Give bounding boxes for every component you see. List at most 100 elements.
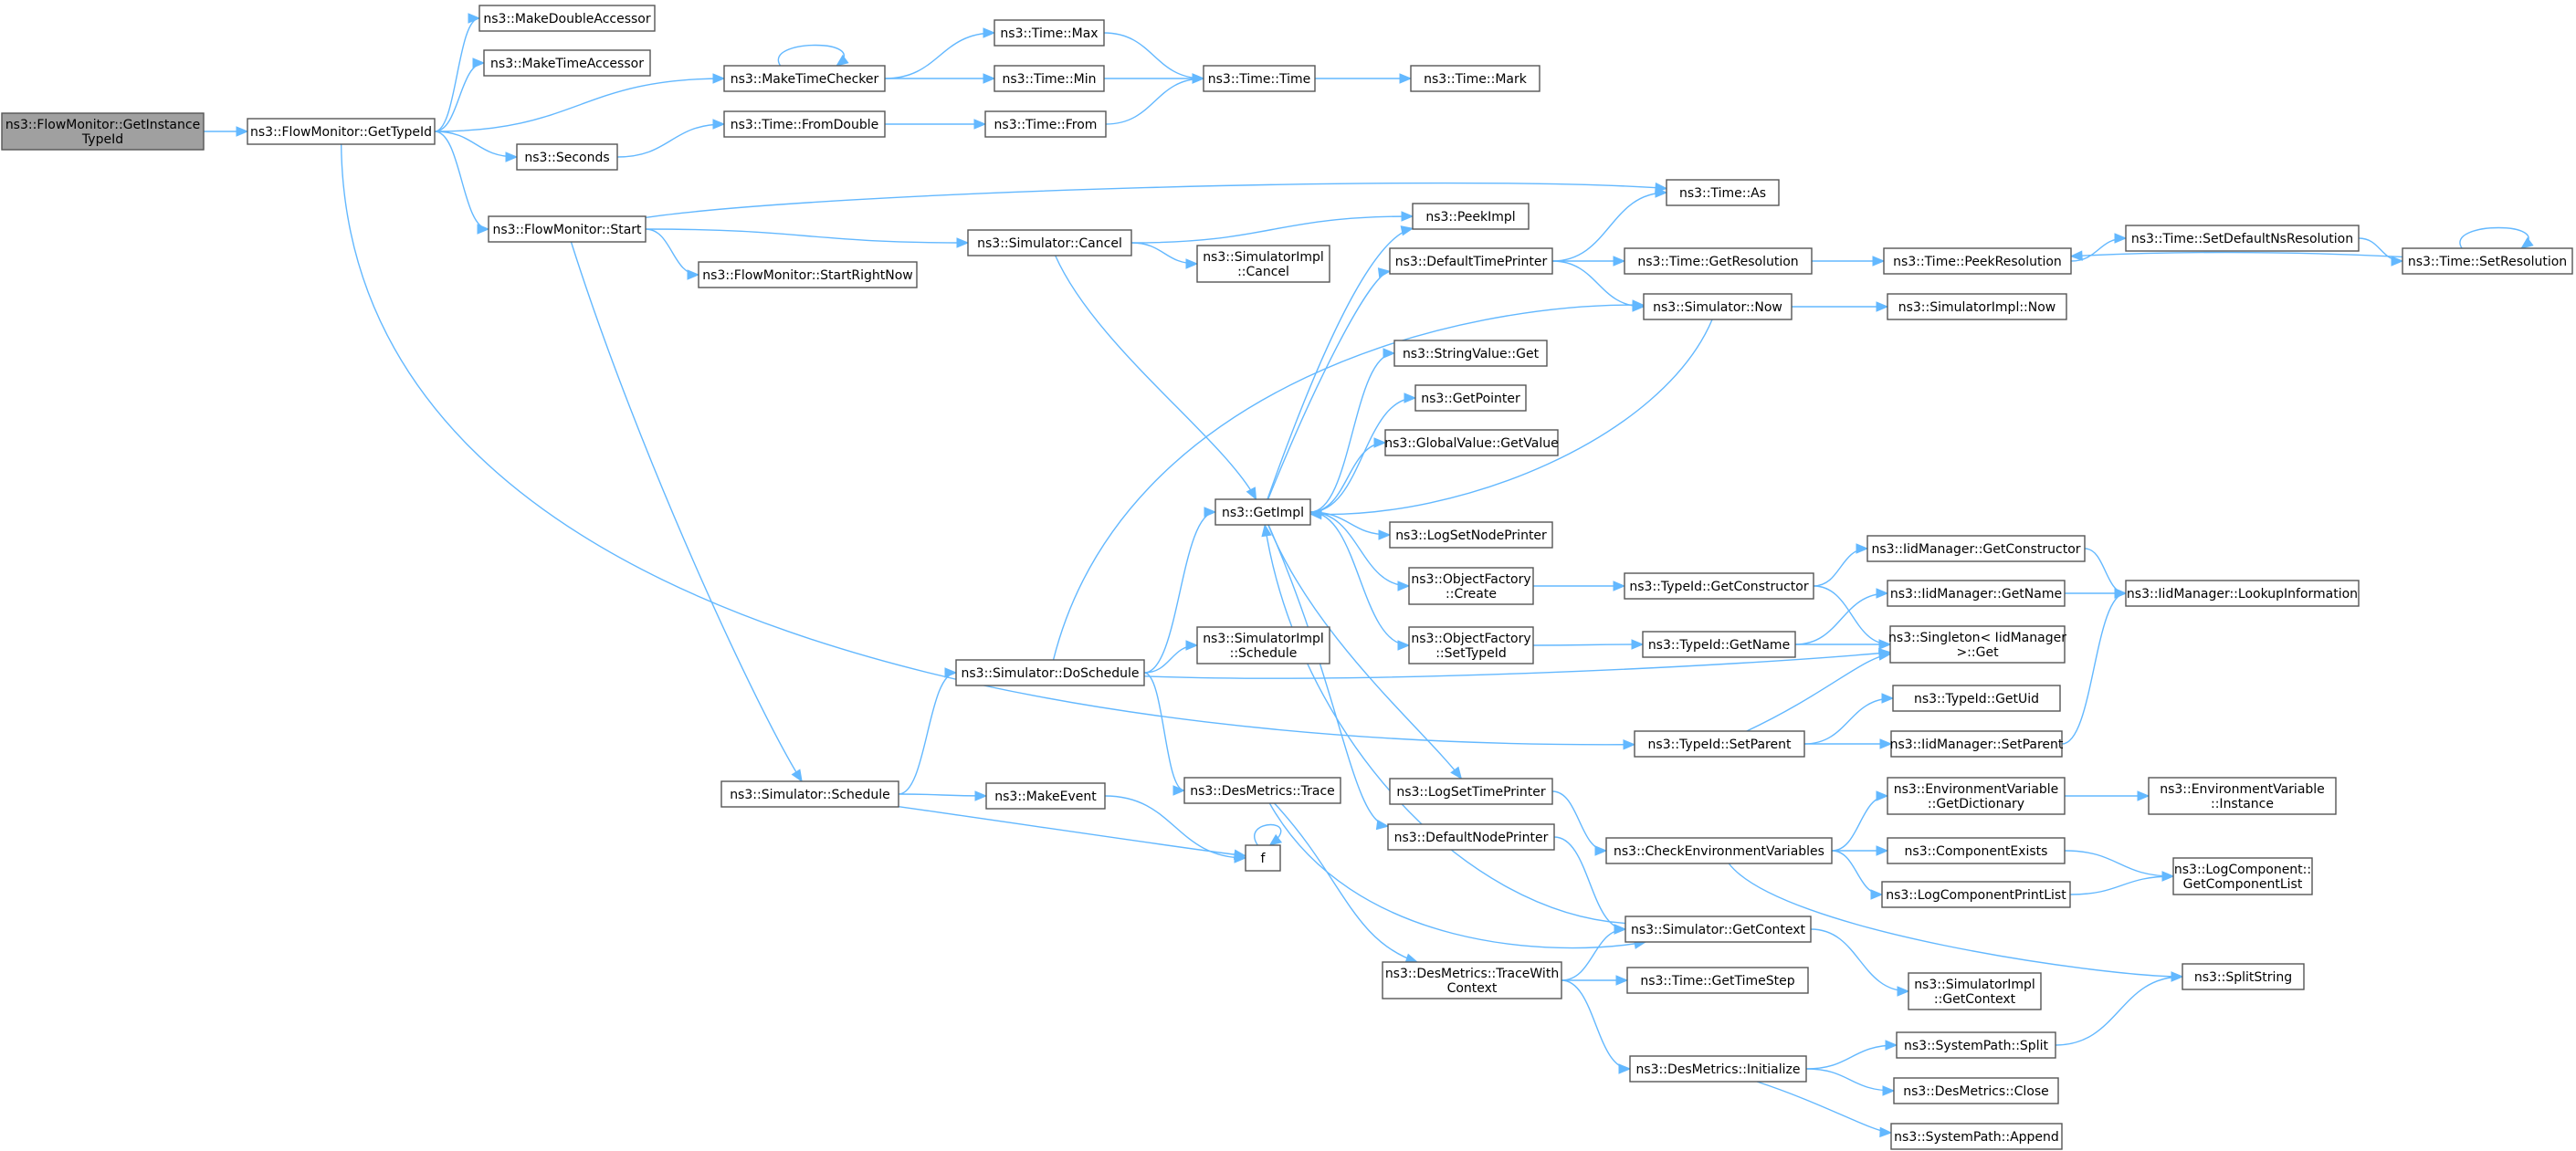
node-box	[2125, 225, 2360, 252]
node-label: ns3::ObjectFactory	[1411, 572, 1530, 587]
node-iidgetconstructor[interactable]: ns3::IidManager::GetConstructor	[1866, 535, 2086, 562]
node-simimplgetcontext[interactable]: ns3::SimulatorImpl::GetContext	[1908, 972, 2042, 1010]
node-desmetricsclose[interactable]: ns3::DesMetrics::Close	[1893, 1077, 2059, 1104]
node-simschedule[interactable]: ns3::Simulator::Schedule	[720, 780, 899, 808]
node-box	[488, 215, 647, 243]
node-timemin[interactable]: ns3::Time::Min	[994, 65, 1105, 92]
node-simgetcontext[interactable]: ns3::Simulator::GetContext	[1624, 916, 1812, 943]
edge-arrowhead	[1876, 845, 1889, 856]
node-simimplschedule[interactable]: ns3::SimulatorImpl::Schedule	[1196, 626, 1330, 664]
call-edge	[2459, 226, 2529, 249]
node-simimplnow[interactable]: ns3::SimulatorImpl::Now	[1887, 293, 2067, 320]
node-logcomponentprintlist[interactable]: ns3::LogComponentPrintList	[1881, 881, 2071, 908]
node-startrightnow[interactable]: ns3::FlowMonitor::StartRightNow	[698, 261, 918, 288]
node-label: ns3::DesMetrics::Close	[1903, 1084, 2049, 1099]
node-getresolution[interactable]: ns3::Time::GetResolution	[1624, 247, 1813, 275]
node-defaulttimeprinter[interactable]: ns3::DefaultTimePrinter	[1389, 247, 1553, 275]
node-timemax[interactable]: ns3::Time::Max	[994, 19, 1105, 47]
node-box	[723, 110, 886, 138]
node-getpointer[interactable]: ns3::GetPointer	[1414, 384, 1527, 412]
edge-arrowhead	[1897, 986, 1910, 997]
node-setdefaultnsres[interactable]: ns3::Time::SetDefaultNsResolution	[2125, 225, 2360, 252]
node-typeidgetuid[interactable]: ns3::TypeId::GetUid	[1892, 685, 2061, 712]
node-simimplcancel[interactable]: ns3::SimulatorImpl::Cancel	[1196, 245, 1330, 283]
node-peekimpl[interactable]: ns3::PeekImpl	[1412, 203, 1530, 230]
node-makeevent[interactable]: ns3::MakeEvent	[985, 782, 1106, 810]
node-simdoschedule[interactable]: ns3::Simulator::DoSchedule	[955, 659, 1145, 686]
call-edge	[1267, 524, 1462, 780]
node-typeidgetname[interactable]: ns3::TypeId::GetName	[1642, 631, 1796, 658]
node-label: ns3::LogSetTimePrinter	[1396, 785, 1546, 800]
edge-arrowhead	[1631, 639, 1645, 650]
node-setresolution[interactable]: ns3::Time::SetResolution	[2402, 247, 2573, 275]
node-box	[1382, 961, 1562, 999]
node-box	[1908, 972, 2042, 1010]
edge-arrowhead	[1383, 348, 1396, 359]
node-gettypeid[interactable]: ns3::FlowMonitor::GetTypeId	[247, 118, 436, 145]
node-envgetdict[interactable]: ns3::EnvironmentVariable::GetDictionary	[1887, 777, 2066, 815]
call-edge	[777, 44, 846, 67]
node-globalvalueget[interactable]: ns3::GlobalValue::GetValue	[1384, 429, 1559, 456]
node-objfactorycreate[interactable]: ns3::ObjectFactory::Create	[1408, 567, 1534, 605]
node-timefromdouble[interactable]: ns3::Time::FromDouble	[723, 110, 886, 138]
node-checkenvvars[interactable]: ns3::CheckEnvironmentVariables	[1605, 837, 1833, 864]
node-makedoubleaccessor[interactable]: ns3::MakeDoubleAccessor	[478, 5, 656, 32]
node-f[interactable]: f	[1245, 844, 1281, 872]
node-desmetricstrace[interactable]: ns3::DesMetrics::Trace	[1183, 777, 1341, 804]
node-defaultnodeprinter[interactable]: ns3::DefaultNodePrinter	[1387, 823, 1555, 851]
node-getimpl[interactable]: ns3::GetImpl	[1214, 498, 1311, 526]
node-timeas[interactable]: ns3::Time::As	[1666, 179, 1780, 206]
node-simnow[interactable]: ns3::Simulator::Now	[1643, 293, 1793, 320]
node-label: >::Get	[1956, 645, 1999, 660]
node-iidlookup[interactable]: ns3::IidManager::LookupInformation	[2125, 580, 2360, 607]
node-timetime[interactable]: ns3::Time::Time	[1203, 65, 1316, 92]
node-iidgetname[interactable]: ns3::IidManager::GetName	[1887, 580, 2066, 607]
node-objfactorysettypeid[interactable]: ns3::ObjectFactory::SetTypeId	[1408, 626, 1534, 664]
node-box	[516, 143, 618, 171]
edge-arrowhead	[2391, 256, 2404, 267]
call-edge	[1143, 651, 1891, 679]
node-label: ns3::SimulatorImpl	[1203, 250, 1324, 265]
node-typeidsetparent[interactable]: ns3::TypeId::SetParent	[1634, 730, 1805, 758]
edge-arrowhead	[2161, 871, 2175, 882]
node-stringvalueget[interactable]: ns3::StringValue::Get	[1393, 340, 1548, 367]
node-desmetricsinit[interactable]: ns3::DesMetrics::Initialize	[1629, 1055, 1807, 1083]
node-label: ns3::Time::SetDefaultNsResolution	[2131, 232, 2353, 246]
node-splitstring[interactable]: ns3::SplitString	[2182, 963, 2305, 990]
call-edge	[1551, 790, 1607, 852]
node-logcomponentgetlist[interactable]: ns3::LogComponent::GetComponentList	[2172, 857, 2313, 895]
node-box	[1642, 631, 1796, 658]
node-iidsetparent[interactable]: ns3::IidManager::SetParent	[1890, 730, 2064, 758]
call-edge	[1105, 78, 1204, 125]
call-edge	[1728, 863, 2183, 978]
node-label: ::Schedule	[1230, 646, 1298, 661]
node-componentexists[interactable]: ns3::ComponentExists	[1887, 837, 2066, 864]
node-logsettimeprinter[interactable]: ns3::LogSetTimePrinter	[1389, 778, 1553, 805]
edge-arrowhead	[1375, 819, 1390, 831]
node-maketimechecker[interactable]: ns3::MakeTimeChecker	[723, 65, 886, 92]
node-systempathappend[interactable]: ns3::SystemPath::Append	[1890, 1123, 2063, 1150]
node-box	[2402, 247, 2573, 275]
node-systempathsplit[interactable]: ns3::SystemPath::Split	[1896, 1031, 2056, 1059]
node-timefrom[interactable]: ns3::Time::From	[984, 110, 1107, 138]
node-envinstance[interactable]: ns3::EnvironmentVariable::Instance	[2148, 777, 2337, 815]
node-seconds[interactable]: ns3::Seconds	[516, 143, 618, 171]
node-timemark[interactable]: ns3::Time::Mark	[1410, 65, 1540, 92]
node-peekresolution[interactable]: ns3::Time::PeekResolution	[1883, 247, 2072, 275]
node-label: ns3::GetPointer	[1421, 392, 1520, 406]
node-logsetnodeprinter[interactable]: ns3::LogSetNodePrinter	[1389, 521, 1553, 549]
node-fmstart[interactable]: ns3::FlowMonitor::Start	[488, 215, 647, 243]
node-label: ns3::Time::Min	[1002, 72, 1096, 87]
node-typeidgetconstructor[interactable]: ns3::TypeId::GetConstructor	[1624, 572, 1814, 600]
node-timegettimestep[interactable]: ns3::Time::GetTimeStep	[1626, 967, 1809, 994]
node-box	[1605, 837, 1833, 864]
edge-arrowhead	[836, 54, 849, 67]
node-simcancel[interactable]: ns3::Simulator::Cancel	[967, 229, 1132, 256]
node-box	[723, 65, 886, 92]
node-box	[1892, 685, 2061, 712]
node-singletonget[interactable]: ns3::Singleton< IidManager >::Get	[1888, 625, 2066, 664]
node-maketimeaccessor[interactable]: ns3::MakeTimeAccessor	[483, 49, 651, 77]
call-edge	[1267, 270, 1391, 500]
